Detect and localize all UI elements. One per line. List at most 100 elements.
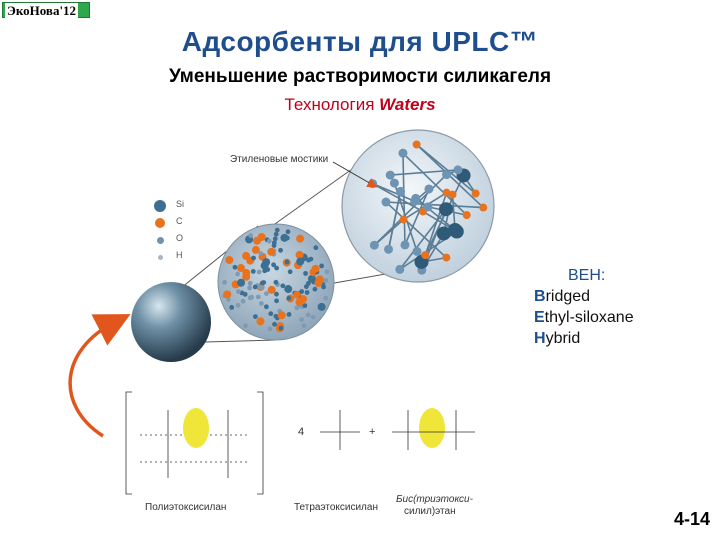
atom-dot <box>274 227 280 233</box>
atom-icon <box>156 236 164 244</box>
atom-dot <box>271 240 277 246</box>
atom-dot <box>259 285 265 290</box>
plus-sign: + <box>369 426 376 438</box>
atom-dot <box>299 289 305 294</box>
atom-dot <box>412 246 422 256</box>
synthesis-arrow <box>68 314 131 438</box>
atom-dot <box>471 189 480 198</box>
atom-dot <box>266 238 272 244</box>
atom-dot <box>278 325 284 331</box>
atom-icon <box>157 254 163 260</box>
legend-label: C <box>176 216 183 226</box>
atom-dot <box>251 245 260 254</box>
bond-line <box>373 218 405 246</box>
atom-dot <box>252 284 258 290</box>
atom-dot <box>251 255 256 261</box>
technology-line: Технология Waters <box>0 95 720 115</box>
atom-dot <box>305 281 311 286</box>
atom-dot <box>258 251 264 256</box>
atom-dot <box>479 203 488 212</box>
bis-silyl-ethane-label-1: Бис(триэтокси- <box>396 494 473 505</box>
atom-dot <box>267 326 273 332</box>
atom-dot <box>229 305 235 310</box>
atom-dot <box>303 271 308 276</box>
atom-dot <box>305 312 311 318</box>
atom-dot <box>411 193 421 203</box>
atom-dot <box>323 277 329 283</box>
atom-dot <box>436 226 451 241</box>
legend-item: Si <box>150 198 210 215</box>
beh-definition: BEH: Bridged Ethyl-siloxane Hybrid <box>534 265 634 349</box>
ethylene-highlight <box>183 408 209 448</box>
atom-dot <box>236 289 241 295</box>
atom-dot <box>296 257 305 266</box>
atom-dot <box>237 280 243 286</box>
bond-line <box>402 152 468 216</box>
atom-dot <box>242 291 248 297</box>
bond-line <box>402 153 406 245</box>
atom-dot <box>384 244 394 254</box>
zoom-line <box>204 339 277 343</box>
atom-dot <box>439 202 454 217</box>
atom-dot <box>312 286 318 292</box>
atom-dot <box>308 256 314 262</box>
atom-dot <box>321 284 327 290</box>
atom-dot <box>284 259 290 265</box>
atom-dot <box>274 291 279 297</box>
bond-line <box>372 182 424 213</box>
atom-dot <box>424 184 434 194</box>
atom-dot <box>287 269 293 275</box>
atom-dot <box>442 253 451 262</box>
beh-line: Hybrid <box>534 330 581 347</box>
atom-dot <box>255 294 261 300</box>
beh-heading: BEH: <box>568 267 606 284</box>
technology-prefix: Технология <box>284 95 375 114</box>
atom-dot <box>310 314 316 320</box>
bridge-callout-arrow <box>332 161 378 188</box>
atom-dot <box>442 170 452 180</box>
atom-dot <box>268 311 274 317</box>
bond-line <box>372 182 416 202</box>
atom-dot <box>399 215 408 224</box>
legend-label: Si <box>176 199 185 209</box>
atom-dot <box>256 317 265 326</box>
atom-dot <box>295 298 304 307</box>
atom-dot <box>240 298 246 304</box>
atom-dot <box>299 317 305 322</box>
atom-dot <box>247 295 253 301</box>
atom-dot <box>256 269 262 275</box>
reagent-coefficient: 4 <box>298 426 305 438</box>
atom-dot <box>284 285 293 294</box>
atom-dot <box>258 301 264 306</box>
atom-dot <box>263 304 269 310</box>
atom-dot <box>264 291 269 296</box>
slide-title: Адсорбенты для UPLC™ <box>181 26 539 57</box>
atom-dot <box>272 321 277 327</box>
atom-dot <box>294 305 300 311</box>
atom-dot <box>232 264 238 270</box>
bis-silyl-ethane-label-2: силил)этан <box>404 506 456 517</box>
atom-dot <box>225 255 234 264</box>
legend-item: O <box>150 232 210 249</box>
bond-line <box>416 143 477 195</box>
atom-dot <box>304 290 310 295</box>
atom-dot <box>280 283 286 289</box>
beh-line: Ethyl-siloxane <box>534 309 634 326</box>
atom-dot <box>247 285 252 291</box>
atom-dot <box>396 186 406 196</box>
legend-label: H <box>176 250 183 260</box>
atom-dot <box>400 240 410 250</box>
atom-dot <box>252 314 258 319</box>
atom-dot <box>273 231 279 237</box>
atom-dot <box>235 302 241 308</box>
bond-line <box>404 188 430 246</box>
atom-dot <box>314 278 323 287</box>
atom-dot <box>311 264 320 273</box>
atom-dot <box>267 247 276 256</box>
atom-dot <box>280 233 289 242</box>
bond-line <box>385 201 484 209</box>
particle-surface-atoms <box>222 227 330 333</box>
tetraethoxysilane-structure <box>320 410 360 450</box>
